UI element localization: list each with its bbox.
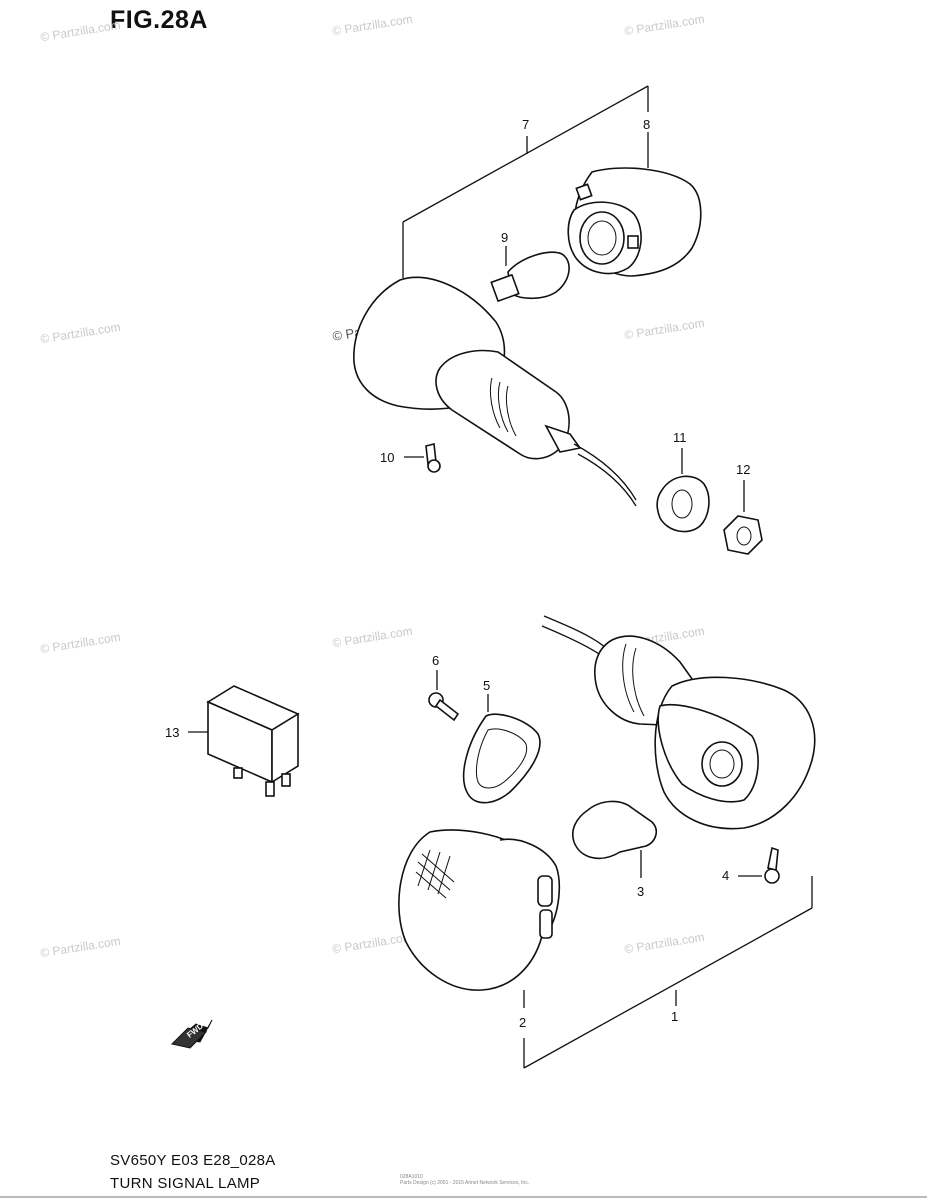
bracket-part-7 (402, 85, 649, 278)
figure-title: FIG.28A (110, 6, 208, 34)
housing-part-1 (541, 615, 816, 830)
callout-9[interactable]: 9 (501, 230, 509, 245)
washer-part-11 (656, 448, 710, 533)
screw-part-10 (404, 443, 441, 473)
callout-8[interactable]: 8 (643, 117, 651, 132)
bulb-part-3 (572, 800, 658, 878)
screw-part-4 (738, 846, 780, 884)
callout-10[interactable]: 10 (380, 450, 395, 465)
callout-3[interactable]: 3 (637, 884, 645, 899)
callout-6[interactable]: 6 (432, 653, 440, 668)
callout-2[interactable]: 2 (519, 1015, 527, 1030)
nut-part-12 (723, 480, 763, 555)
housing-part-7 (353, 276, 637, 507)
relay-part-13 (188, 685, 300, 797)
callout-11[interactable]: 11 (673, 430, 687, 445)
gasket-part-5 (462, 694, 541, 804)
copyright-notice: 028A1010 Parts Design (c) 2001 - 2015 Ar… (400, 1174, 530, 1186)
model-code: SV650Y E03 E28_028A (110, 1152, 276, 1169)
forward-arrow-icon (171, 1019, 213, 1049)
bulb-part-9 (490, 246, 570, 303)
callout-1[interactable]: 1 (671, 1009, 679, 1024)
callout-5[interactable]: 5 (483, 678, 491, 693)
callout-13[interactable]: 13 (165, 725, 180, 740)
bottom-divider (0, 1196, 927, 1198)
callout-4[interactable]: 4 (722, 868, 730, 883)
diagram-name: TURN SIGNAL LAMP (110, 1175, 261, 1192)
lens-part-8 (567, 132, 702, 277)
lens-part-2 (398, 829, 561, 991)
bracket-part-1 (523, 876, 813, 1069)
callout-7[interactable]: 7 (522, 117, 530, 132)
callout-12[interactable]: 12 (736, 462, 751, 477)
screw-part-6 (428, 670, 460, 722)
